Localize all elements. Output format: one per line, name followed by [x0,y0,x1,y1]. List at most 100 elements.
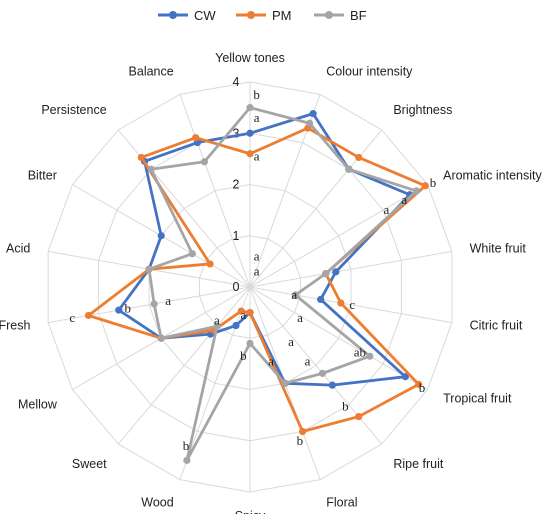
data-point-cw-bitter [157,232,165,240]
data-point-pm-aromatic-intensity [421,182,429,190]
data-point-bf-fresh [150,300,158,308]
spoke-brightness [249,129,383,288]
significance-letter: b [430,175,437,190]
significance-letter: b [183,438,190,453]
significance-letter: a [254,264,260,279]
legend-label-bf: BF [350,8,367,23]
legend-marker-pm [247,11,255,19]
significance-letter: b [240,348,247,363]
axis-label-balance: Balance [129,64,174,78]
data-point-pm-spicy [246,309,254,317]
legend-marker-cw [169,11,177,19]
significance-letter: a [254,110,260,125]
significance-letter: a [254,148,260,163]
data-point-bf-yellow-tones [246,104,254,112]
data-point-bf-persistence [147,165,155,173]
data-point-bf-wood [183,456,191,464]
data-point-pm-bitter [206,260,214,268]
axis-label-spicy: Spicy [235,509,266,514]
axis-label-sweet: Sweet [72,457,107,471]
significance-letter: a [384,202,390,217]
axis-label-aromatic-intensity: Aromatic intensity [443,169,542,183]
spoke-white-fruit [249,250,452,288]
spoke-balance [179,94,251,288]
data-point-pm-brightness [355,153,363,162]
data-point-cw-tropical-fruit [401,373,409,381]
significance-letter: a [165,293,171,308]
tick-label: 2 [233,178,240,192]
axis-label-fresh: Fresh [0,319,30,333]
axis-label-bitter: Bitter [28,169,57,183]
data-point-pm-ripe-fruit [355,412,363,421]
axis-label-acid: Acid [6,241,30,255]
legend-item-pm: PM [236,8,292,23]
tick-label: 3 [233,126,240,140]
data-point-pm-floral [298,427,307,436]
significance-letter: b [419,380,426,395]
data-point-pm-tropical-fruit [415,380,423,388]
data-point-cw-wood [232,321,240,330]
data-point-bf-white-fruit [322,270,330,278]
legend: CW PM BF [158,8,367,23]
series-line-pm [87,126,427,433]
significance-letter: a [305,354,311,369]
series-bf [145,104,421,464]
significance-letter: a [401,192,407,207]
legend-item-cw: CW [158,8,216,23]
spoke-tropical-fruit [249,286,428,390]
data-point-pm-wood [237,307,245,315]
spoke-fresh [48,286,251,324]
axis-label-tropical-fruit: Tropical fruit [443,392,512,406]
data-point-bf-colour-intensity [305,119,314,127]
significance-letter: a [254,248,260,263]
legend-label-pm: PM [272,8,292,23]
significance-letter: b [253,87,260,102]
significance-letter: b [342,399,349,414]
data-point-pm-yellow-tones [246,150,254,158]
significance-letter: b [297,433,304,448]
data-point-cw-colour-intensity [309,110,317,118]
spoke-wood [179,286,251,480]
axis-label-ripe-fruit: Ripe fruit [393,457,444,471]
legend-marker-bf [325,11,333,19]
data-point-bf-bitter [188,250,196,258]
tick-label: 0 [233,280,240,294]
significance-letter: c [69,310,75,325]
data-point-pm-citric-fruit [337,299,345,307]
axis-label-mellow: Mellow [18,398,58,412]
legend-item-bf: BF [314,8,367,23]
axis-label-white-fruit: White fruit [470,241,527,255]
data-point-bf-ripe-fruit [318,369,327,377]
data-point-cw-ripe-fruit [328,381,336,389]
significance-letter: a [241,307,247,322]
significance-letter: ab [354,344,366,359]
data-point-pm-balance [192,134,200,142]
radar-series [84,104,429,464]
axis-label-persistence: Persistence [41,103,106,117]
data-point-bf-tropical-fruit [366,352,374,360]
spoke-aromatic-intensity [249,184,428,288]
tick-label: 4 [233,75,240,89]
data-point-cw-fresh [115,306,123,314]
axis-label-wood: Wood [141,496,173,510]
axis-label-citric-fruit: Citric fruit [470,319,523,333]
data-point-bf-sweet [213,322,221,330]
spoke-persistence [117,129,251,288]
radar-grid: 0 1 2 3 4 [47,75,453,493]
significance-letter: a [214,312,220,327]
spoke-sweet [117,286,251,445]
data-point-bf-balance [200,158,209,166]
tick-label: 1 [233,229,240,243]
significance-letter: a [297,310,303,325]
data-point-pm-fresh [84,311,93,320]
axis-label-floral: Floral [326,496,357,510]
data-point-bf-aromatic-intensity [412,187,421,195]
significance-letter: b [124,300,131,315]
legend-label-cw: CW [194,8,216,23]
data-point-cw-white-fruit [332,268,340,276]
significance-letter: c [349,297,355,312]
data-point-cw-citric-fruit [317,295,325,304]
